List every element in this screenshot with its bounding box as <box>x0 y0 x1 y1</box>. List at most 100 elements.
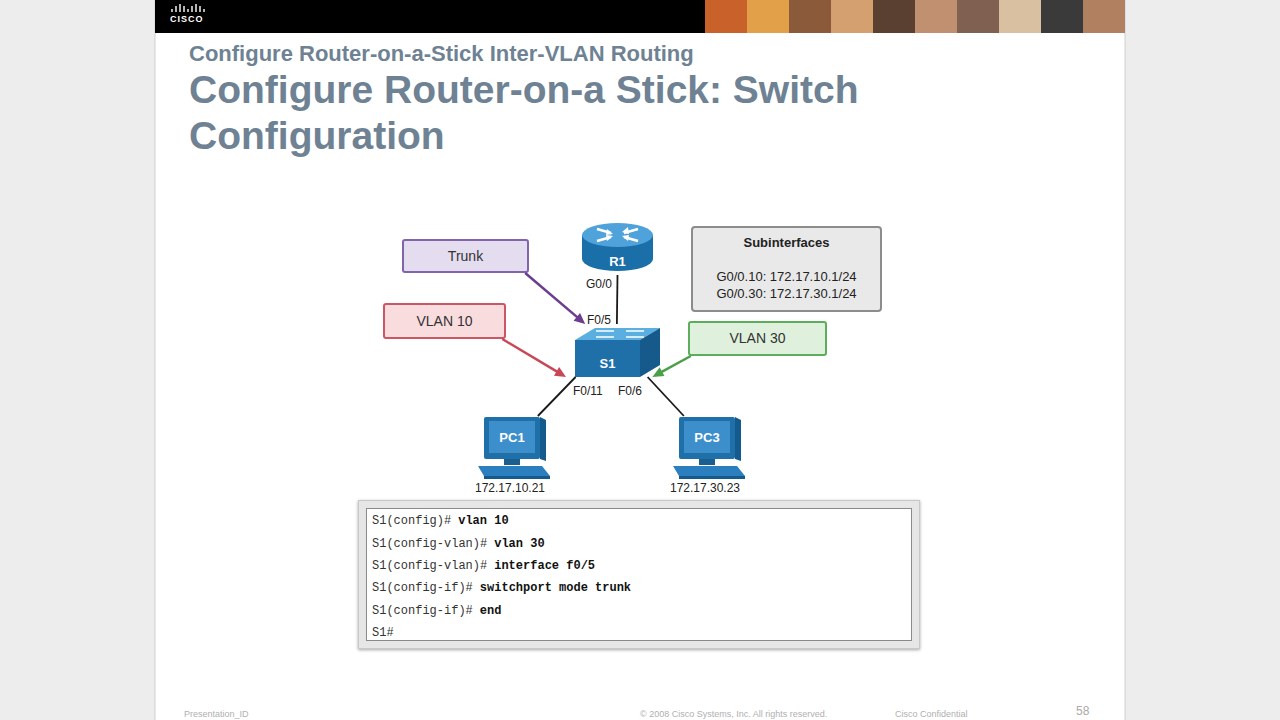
port-name: G0/0 <box>586 277 612 292</box>
monitor-screen <box>489 421 535 453</box>
router-arrowheads <box>606 227 629 241</box>
slide-page <box>155 0 1125 720</box>
footer-text: Cisco Confidential <box>895 708 968 720</box>
cli-prompt: S1(config-vlan)# <box>372 559 487 573</box>
cli-command: vlan 30 <box>494 537 544 551</box>
callout-box: VLAN 10 <box>383 303 506 339</box>
logo-bar <box>183 6 184 12</box>
cli-command: vlan 10 <box>458 514 508 528</box>
device-name: PC3 <box>684 430 730 446</box>
pc-symbol <box>657 416 753 480</box>
cli-command: end <box>480 604 502 618</box>
callout-text: Trunk <box>404 241 527 271</box>
port-name: F0/5 <box>587 313 611 328</box>
photo-tile <box>957 0 999 33</box>
link-line <box>538 377 576 416</box>
photo-tile <box>831 0 873 33</box>
pc-icon: PC3172.17.30.23 <box>657 416 753 496</box>
logo-bar <box>203 9 204 12</box>
photo-tile <box>1041 0 1083 33</box>
arrowhead <box>574 313 586 324</box>
logo-bar <box>195 4 196 12</box>
pc-base <box>478 466 550 476</box>
pc-symbol <box>462 416 558 480</box>
cli-line: S1(config-vlan)# interface f0/5 <box>372 555 911 577</box>
section-heading: Configure Router-on-a-Stick Inter-VLAN R… <box>189 41 694 66</box>
connector-line <box>660 356 690 373</box>
ip-address: 172.17.10.21 <box>462 481 558 496</box>
callout-box: VLAN 30 <box>688 321 827 356</box>
subinterface-list: G0/0.10: 172.17.10.1/24 G0/0.30: 172.17.… <box>701 268 872 302</box>
callout-text: VLAN 30 <box>690 323 825 354</box>
logo-bar <box>191 6 192 12</box>
cli-command: interface f0/5 <box>494 559 595 573</box>
cli-line: S1(config)# vlan 10 <box>372 510 911 532</box>
photo-tile <box>873 0 915 33</box>
device-name: R1 <box>580 254 655 270</box>
cli-prompt: S1(config-vlan)# <box>372 537 487 551</box>
switch-arrow-lines <box>596 331 644 337</box>
router-arrow-lines <box>597 229 638 241</box>
header-bar <box>155 0 1125 33</box>
cli-prompt: S1(config-if)# <box>372 581 473 595</box>
logo-bar <box>171 9 172 12</box>
cli-box: S1(config)# vlan 10 S1(config-vlan)# vlan 3… <box>358 500 920 649</box>
cli-line: S1(config-vlan)# vlan 30 <box>372 532 911 554</box>
cli-prompt: S1# <box>372 626 394 640</box>
cli-line: S1# <box>372 622 911 644</box>
callout-arrow <box>502 339 566 377</box>
monitor-side <box>735 417 741 461</box>
pc-base <box>673 466 745 476</box>
logo-bar <box>175 6 176 12</box>
photo-tile <box>789 0 831 33</box>
monitor-frame <box>679 417 735 459</box>
switch-icon: S1 <box>566 324 662 377</box>
switch-front <box>575 340 640 377</box>
connector-line <box>502 339 558 372</box>
arrowhead <box>652 367 664 377</box>
page-number: 58 <box>1076 704 1089 719</box>
logo-bar <box>179 4 180 12</box>
link-line <box>616 275 618 324</box>
page-edge <box>155 0 156 720</box>
cli-line: S1(config-if)# switchport mode trunk <box>372 577 911 599</box>
pc-icon: PC1 172.17.10.21 <box>462 416 558 496</box>
connector-line <box>616 275 618 324</box>
monitor-stand <box>699 459 715 465</box>
cli-prompt: S1(config)# <box>372 514 451 528</box>
footer-text: Presentation_ID <box>184 708 249 720</box>
router-top <box>582 223 653 247</box>
callout-arrow <box>525 273 585 324</box>
router-arrowhead <box>606 227 629 241</box>
arrowhead <box>554 367 566 377</box>
monitor-screen <box>684 421 730 453</box>
photo-strip <box>705 0 1125 33</box>
cli-line: S1(config-if)# end <box>372 600 911 622</box>
router-icon: R1 <box>580 221 655 275</box>
monitor-frame <box>484 417 540 459</box>
photo-tile <box>747 0 789 33</box>
port-name: F0/6 <box>618 384 642 399</box>
cli-prompt: S1(config-if)# <box>372 604 473 618</box>
callout-text: VLAN 10 <box>385 305 504 337</box>
cli-panel: S1(config)# vlan 10 S1(config-vlan)# vlan 3… <box>366 508 912 641</box>
logo-bars <box>172 4 204 12</box>
link-line <box>648 377 684 416</box>
device-name: S1 <box>575 356 640 372</box>
subinterface-box: SubinterfacesG0/0.10: 172.17.10.1/24 G0/… <box>691 226 882 312</box>
connector-line <box>648 377 684 416</box>
switch-arrows <box>596 331 644 337</box>
connector-line <box>525 273 578 318</box>
cli-command: switchport mode trunk <box>480 581 631 595</box>
callout-box: Trunk <box>402 239 529 273</box>
photo-tile <box>1083 0 1125 33</box>
box-heading: Subinterfaces <box>693 235 880 251</box>
photo-tile <box>705 0 747 33</box>
device-name: PC1 <box>489 430 535 446</box>
callout-arrow <box>652 356 690 377</box>
logo-text: CISCO <box>170 13 204 25</box>
pc-base-edge <box>484 476 550 479</box>
photo-tile <box>915 0 957 33</box>
